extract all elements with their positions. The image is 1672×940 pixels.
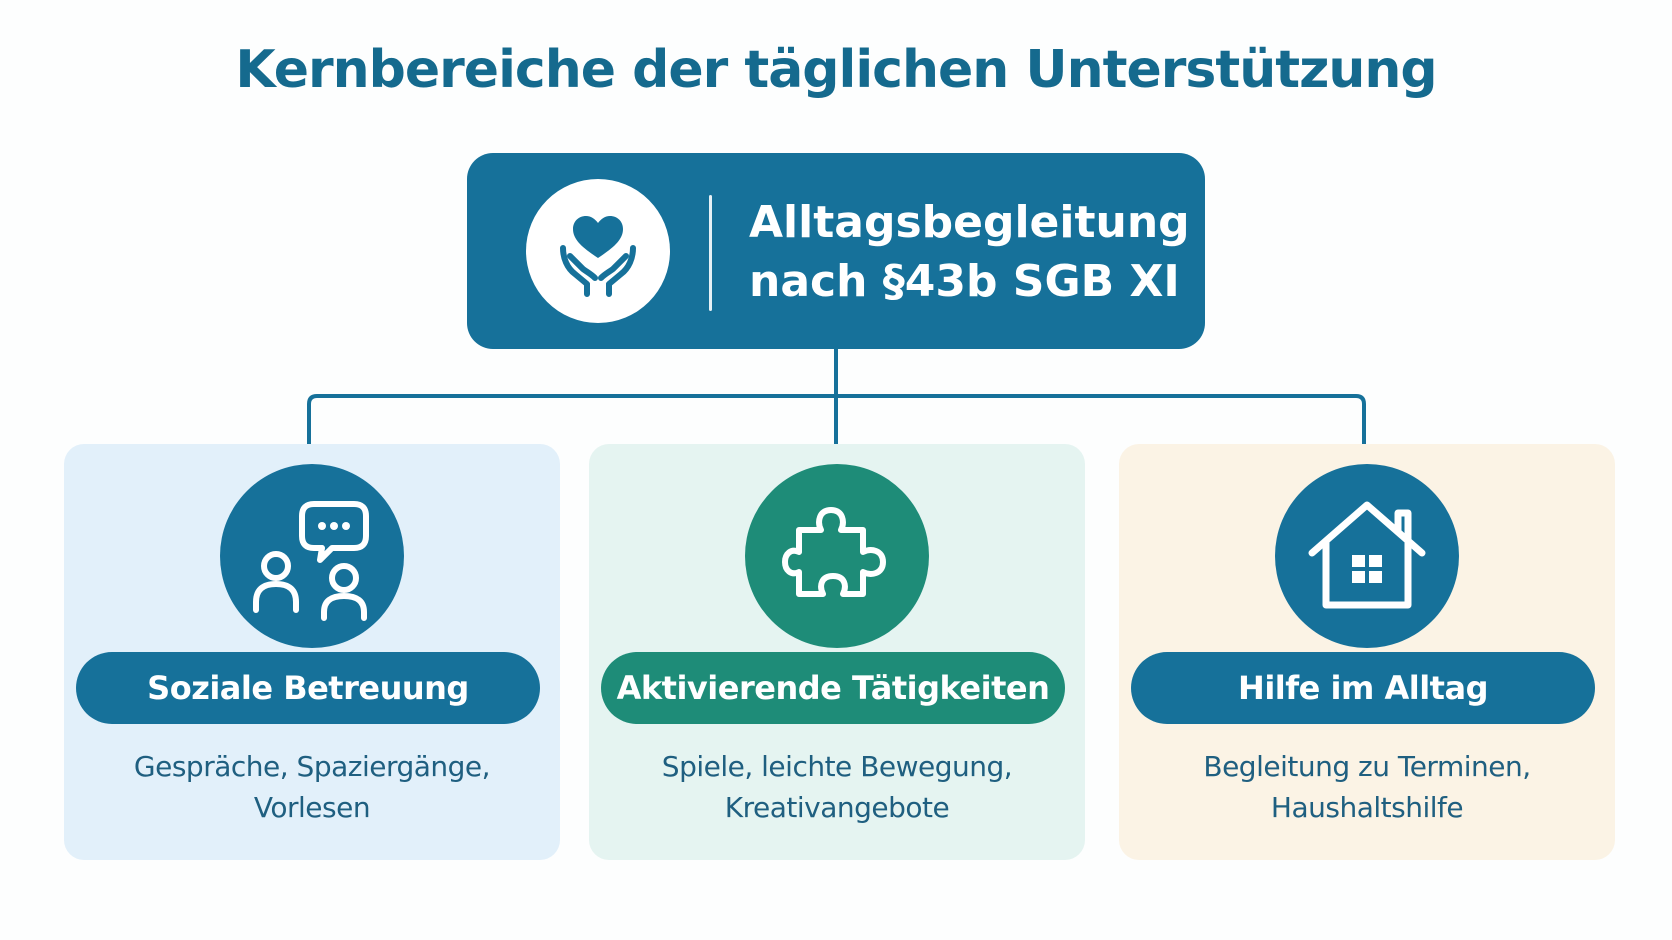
branch-label-pill: Aktivierende Tätigkeiten [601, 652, 1065, 724]
branch-description-line2: Kreativangebote [724, 791, 950, 824]
connector-horizontal [307, 394, 1366, 446]
branch-description: Begleitung zu Terminen, Haushaltshilfe [1119, 746, 1615, 828]
branch-card-hilfe-im-alltag: Hilfe im Alltag Begleitung zu Terminen, … [1119, 444, 1615, 860]
root-node: Alltagsbegleitung nach §43b SGB XI [467, 153, 1205, 349]
root-divider [709, 195, 712, 311]
branch-label-pill: Hilfe im Alltag [1131, 652, 1595, 724]
root-label-line1: Alltagsbegleitung [749, 197, 1190, 248]
root-label: Alltagsbegleitung nach §43b SGB XI [749, 193, 1190, 311]
branch-icon-circle [1275, 464, 1459, 648]
branch-card-soziale-betreuung: Soziale Betreuung Gespräche, Spaziergäng… [64, 444, 560, 860]
branch-icon-circle [745, 464, 929, 648]
heart-hands-icon [560, 216, 636, 297]
root-icon-circle [526, 179, 670, 323]
branch-description-line1: Begleitung zu Terminen, [1203, 750, 1531, 783]
house-icon [1308, 501, 1426, 609]
branch-description-line2: Vorlesen [253, 791, 371, 824]
branch-description: Gespräche, Spaziergänge, Vorlesen [64, 746, 560, 828]
branch-description-line1: Gespräche, Spaziergänge, [133, 750, 491, 783]
branch-icon-circle [220, 464, 404, 648]
branch-card-aktivierende-taetigkeiten: Aktivierende Tätigkeiten Spiele, leichte… [589, 444, 1085, 860]
conversation-people-icon [253, 501, 369, 621]
branch-description-line1: Spiele, leichte Bewegung, [661, 750, 1013, 783]
page-title: Kernbereiche der täglichen Unterstützung [235, 40, 1437, 100]
root-label-line2: nach §43b SGB XI [749, 256, 1180, 307]
puzzle-piece-icon [782, 507, 886, 597]
branch-label-pill: Soziale Betreuung [76, 652, 540, 724]
branch-description-line2: Haushaltshilfe [1270, 791, 1464, 824]
branch-description: Spiele, leichte Bewegung, Kreativangebot… [589, 746, 1085, 828]
